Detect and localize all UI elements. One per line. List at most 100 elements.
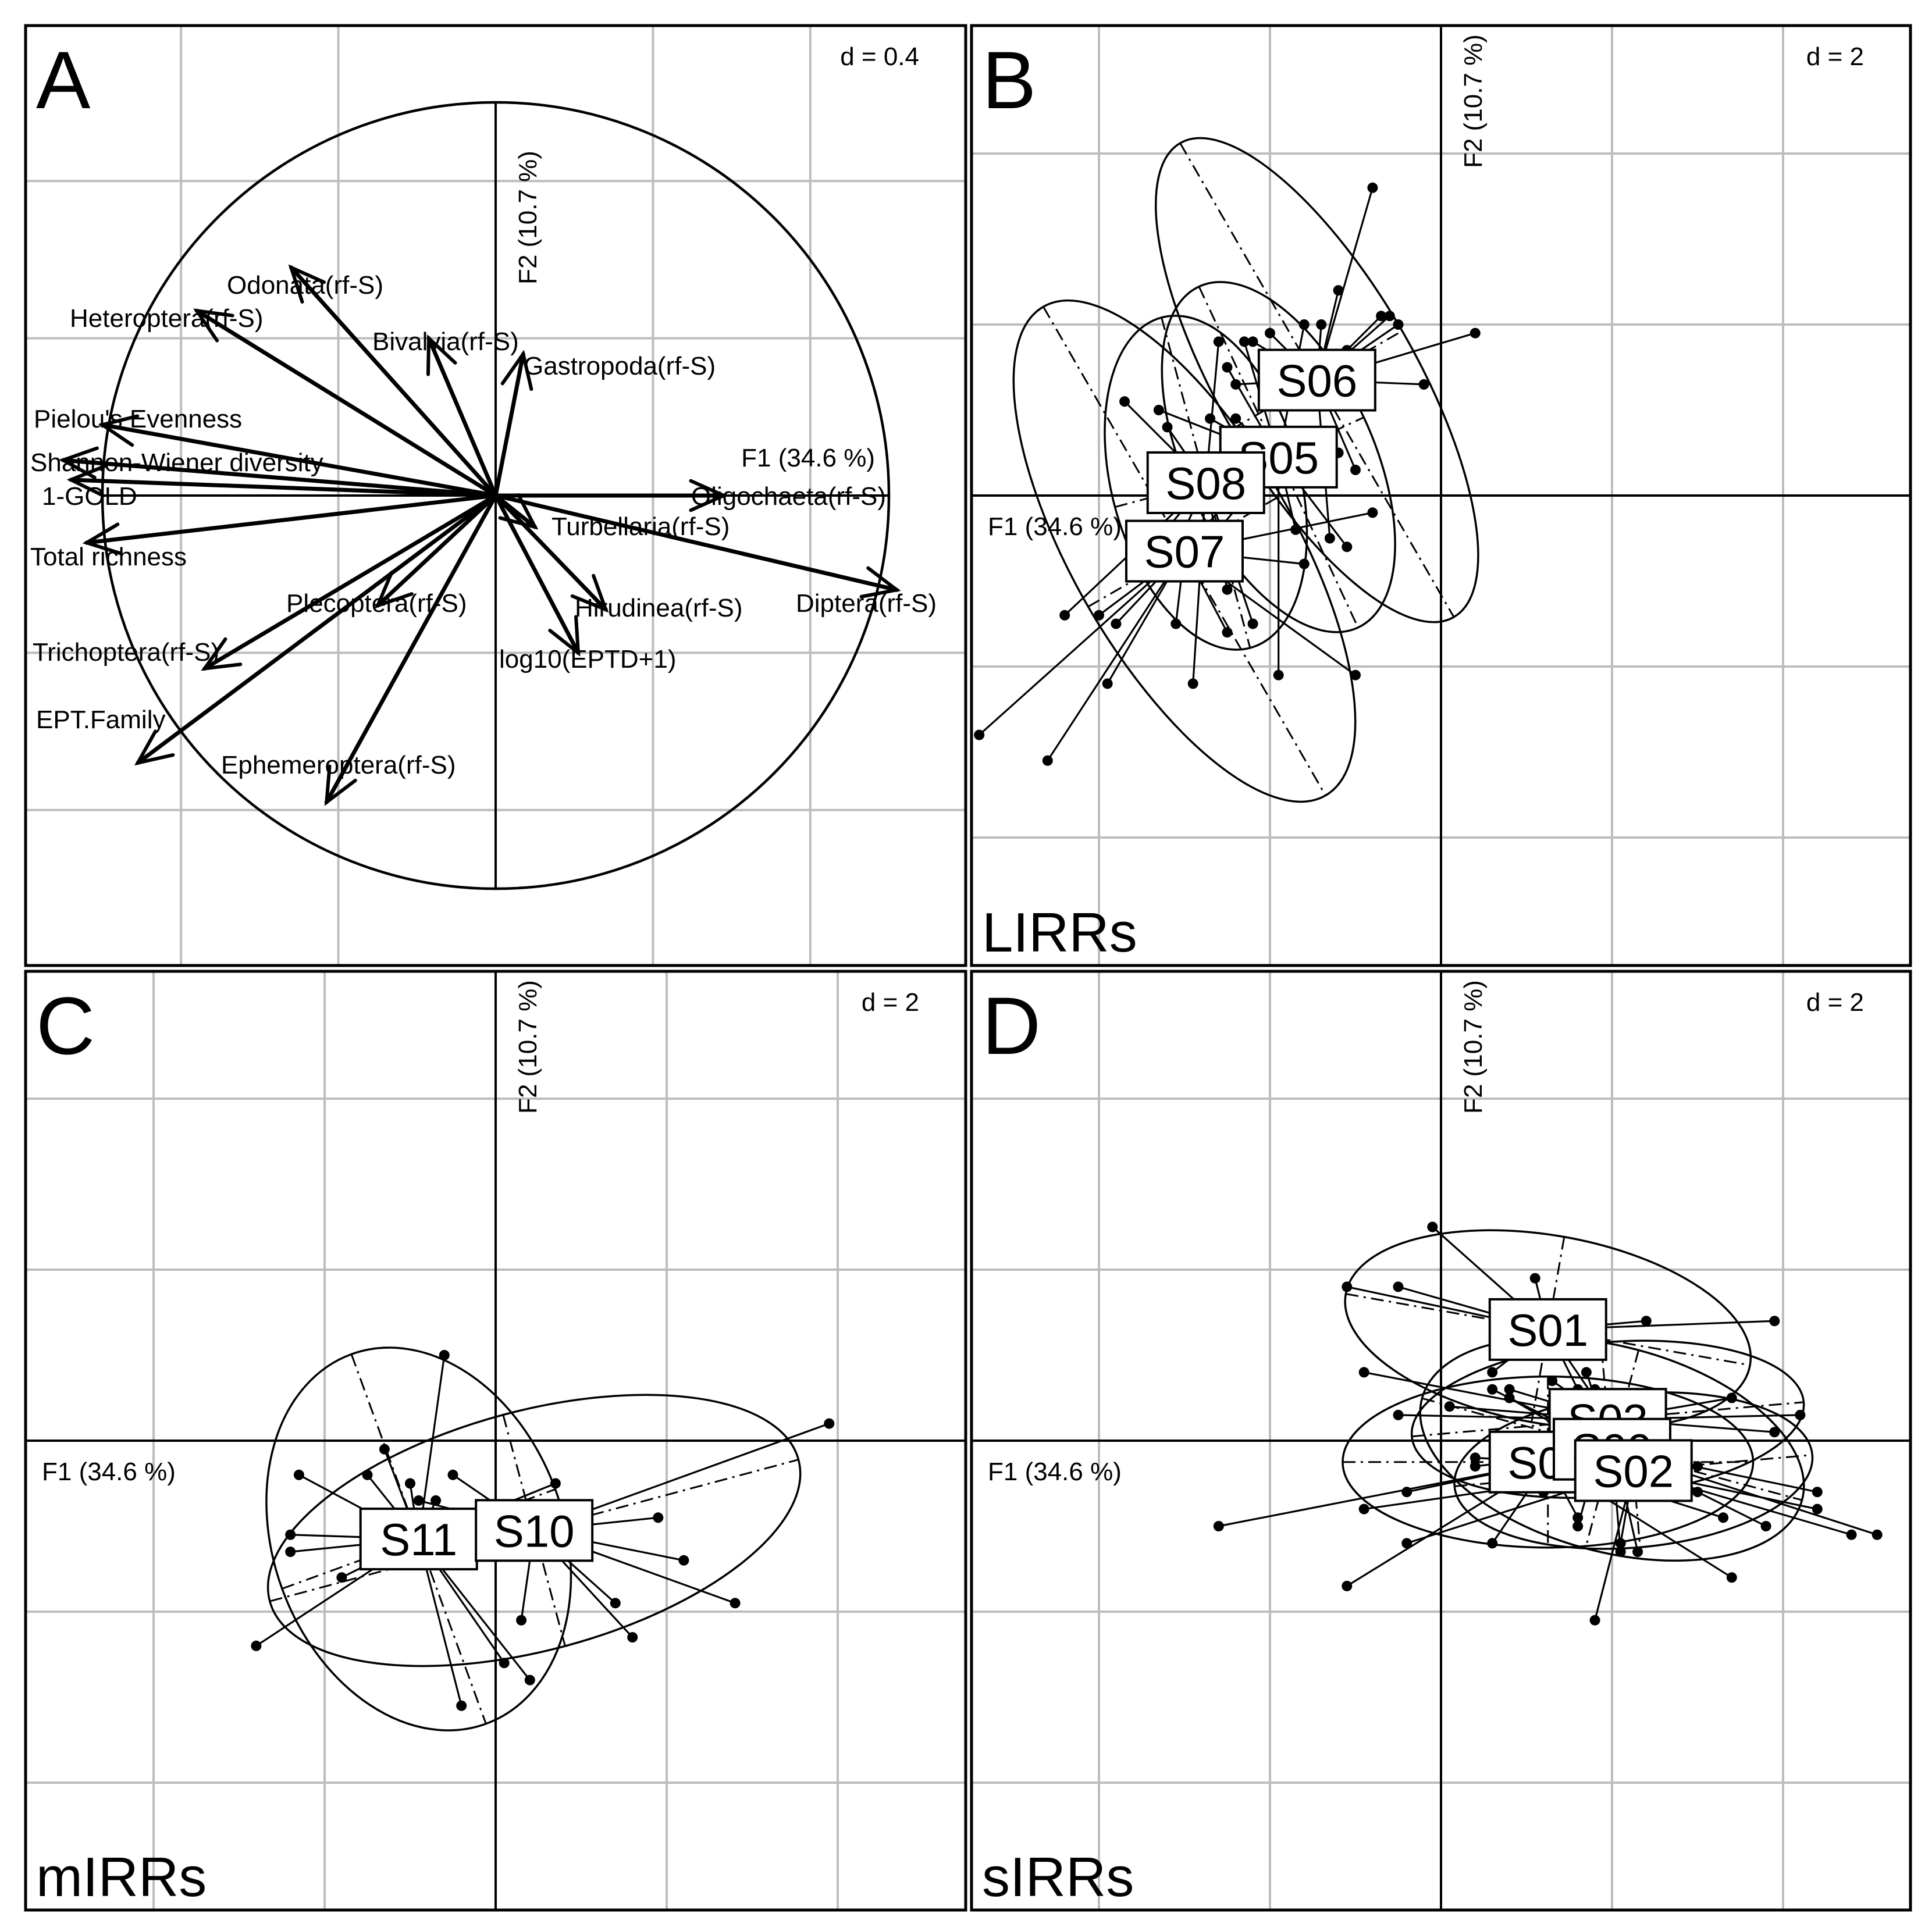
vector-arrowhead: [59, 446, 99, 479]
vector-line: [84, 493, 498, 545]
vector-line: [493, 493, 581, 655]
data-point: [1273, 669, 1284, 680]
panel-title: LIRRs: [982, 902, 1137, 964]
data-point: [405, 1478, 415, 1489]
vector-label: Bivalvia(rf-S): [372, 327, 519, 356]
panel-B: d = 2F2 (10.7 %)F1 (34.6 %)BLIRRsS06S05S…: [970, 24, 1912, 967]
grid-scale-label: d = 0.4: [840, 42, 919, 71]
vector-arrowhead: [324, 764, 357, 806]
data-point: [1641, 1316, 1652, 1327]
group-label: S01: [1488, 1298, 1607, 1361]
ellipse-major-axis: [502, 1415, 566, 1647]
data-point: [1153, 405, 1164, 415]
data-point: [1059, 610, 1070, 621]
vector-arrow: [201, 493, 498, 671]
data-point: [1487, 1384, 1498, 1395]
group-label-text: S02: [1593, 1445, 1674, 1497]
data-point: [430, 1495, 442, 1506]
vector-arrowhead: [859, 566, 901, 598]
vector-arrowhead: [66, 464, 106, 498]
data-point: [1350, 669, 1361, 680]
data-point: [1367, 182, 1378, 193]
vector-line: [69, 478, 498, 498]
data-point: [1393, 1409, 1404, 1420]
panel-D: d = 2F2 (10.7 %)F1 (34.6 %)DsIRRsS01S03S…: [970, 970, 1912, 1912]
data-point: [1427, 1221, 1438, 1232]
y-axis-label: F2 (10.7 %): [1459, 34, 1488, 168]
vector-label: EPT.Family: [36, 706, 165, 734]
grid-scale-label: d = 2: [1806, 42, 1864, 71]
data-point: [251, 1640, 262, 1651]
data-point: [1170, 618, 1182, 629]
data-point: [1769, 1316, 1780, 1327]
vector-arrowhead: [689, 479, 728, 512]
panel-letter: A: [36, 34, 91, 126]
data-point: [1718, 1512, 1729, 1523]
panel-frame: [970, 24, 1912, 967]
group-label-text: S07: [1144, 526, 1225, 578]
data-point: [1812, 1503, 1823, 1515]
data-point: [1342, 541, 1353, 553]
vector-label: Total richness: [30, 543, 187, 571]
data-point: [1589, 1615, 1600, 1626]
data-point: [1547, 1376, 1558, 1387]
vector-label: Odonata(rf-S): [227, 271, 383, 300]
vector-arrowhead: [374, 571, 414, 609]
vector-arrow: [193, 308, 498, 498]
data-point: [1572, 1521, 1584, 1531]
data-point: [1342, 1580, 1353, 1591]
panel-frame: [970, 970, 1912, 1912]
vector-label: Trichoptera(rf-S): [33, 638, 219, 667]
panel-body: [26, 26, 966, 965]
data-point: [447, 1469, 458, 1480]
x-axis-label: F1 (34.6 %): [42, 1458, 176, 1486]
vector-arrowhead: [82, 522, 123, 555]
panel-frame: [24, 970, 967, 1912]
panel-A: d = 0.4F2 (10.7 %)F1 (34.6 %)AOdonata(rf…: [24, 24, 967, 967]
data-point: [1358, 1367, 1369, 1378]
vector-label: Diptera(rf-S): [796, 589, 937, 618]
vector-label: 1-GOLD: [42, 482, 137, 511]
data-point: [336, 1572, 347, 1583]
group-label: S02: [1574, 1439, 1693, 1502]
data-point: [1615, 1538, 1626, 1549]
vector-arrowhead: [426, 334, 457, 376]
vector-arrow: [288, 264, 498, 498]
data-point: [1393, 1281, 1404, 1292]
vector-line: [493, 352, 525, 498]
data-point: [1384, 311, 1395, 322]
data-point: [1239, 336, 1250, 347]
group-label: S10: [475, 1499, 594, 1562]
group-label-box: [1257, 348, 1376, 412]
vector-arrow: [98, 414, 498, 498]
data-point: [1094, 610, 1104, 621]
vector-arrowhead: [201, 637, 243, 671]
data-point: [1222, 627, 1233, 638]
data-point: [1358, 1503, 1369, 1515]
vector-label: Gastropoda(rf-S): [524, 352, 716, 380]
data-point: [1487, 1538, 1498, 1549]
data-point: [1846, 1529, 1857, 1540]
data-point: [610, 1598, 621, 1609]
data-point: [293, 1469, 304, 1480]
data-point: [1418, 379, 1429, 390]
star-line: [1047, 550, 1186, 761]
data-point: [413, 1495, 424, 1506]
vector-arrow: [493, 479, 728, 512]
panel-letter: C: [36, 980, 95, 1071]
data-point: [974, 729, 985, 740]
grid-scale-label: d = 2: [1806, 988, 1864, 1017]
group-label: S05: [1219, 425, 1338, 489]
star-line: [1192, 482, 1207, 684]
ellipse-major-axis: [1161, 317, 1251, 649]
data-point: [1769, 1427, 1780, 1438]
x-axis-label: F1 (34.6 %): [741, 444, 875, 472]
vector-line: [61, 458, 498, 498]
vector-label: Hirudinea(rf-S): [575, 594, 743, 622]
group-label: S06: [1257, 348, 1376, 412]
group-label-box: [475, 1499, 594, 1562]
data-point: [1324, 533, 1335, 544]
group-label-box: [1488, 1298, 1607, 1361]
vector-label: Heteroptera(rf-S): [70, 304, 264, 333]
vector-label: Pielou's Evenness: [34, 405, 242, 433]
